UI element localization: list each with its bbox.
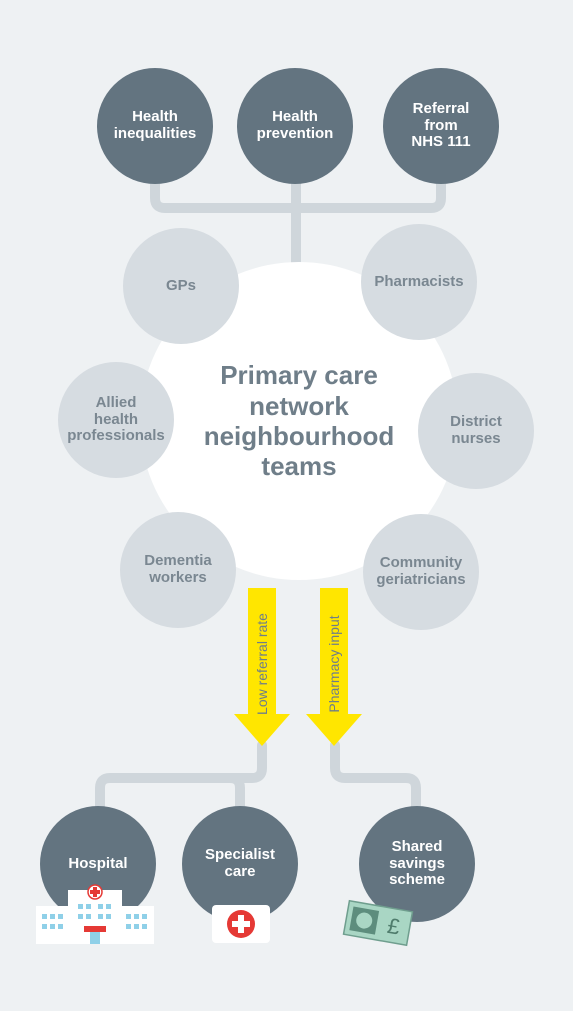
district-nurses-node: District nurses [418,373,534,489]
shared-savings-node: Shared savings scheme [359,806,475,922]
dementia-workers-node: Dementia workers [120,512,236,628]
gps-node: GPs [123,228,239,344]
specialist-connector [225,773,245,825]
health-prevention-node: Health prevention [237,68,353,184]
svg-text:£: £ [385,913,401,940]
bottom-left-connector [95,740,267,825]
low-referral-rate-label: Low referral rate [254,613,270,715]
community-geriatricians-node: Community geriatricians [363,514,479,630]
pharmacy-input-label: Pharmacy input [326,615,342,713]
allied-health-node: Allied health professionals [58,362,174,478]
pound-banknote-icon: £ [342,899,414,947]
referral-nhs111-node: Referral from NHS 111 [383,68,499,184]
hospital-icon [36,884,154,944]
pharmacists-node: Pharmacists [361,224,477,340]
bottom-right-connector [330,740,421,825]
health-inequalities-node: Health inequalities [97,68,213,184]
low-referral-arrow [234,588,290,746]
specialist-care-node: Specialist care [182,806,298,922]
first-aid-kit-icon [212,895,270,943]
pharmacy-input-arrow [306,588,362,746]
